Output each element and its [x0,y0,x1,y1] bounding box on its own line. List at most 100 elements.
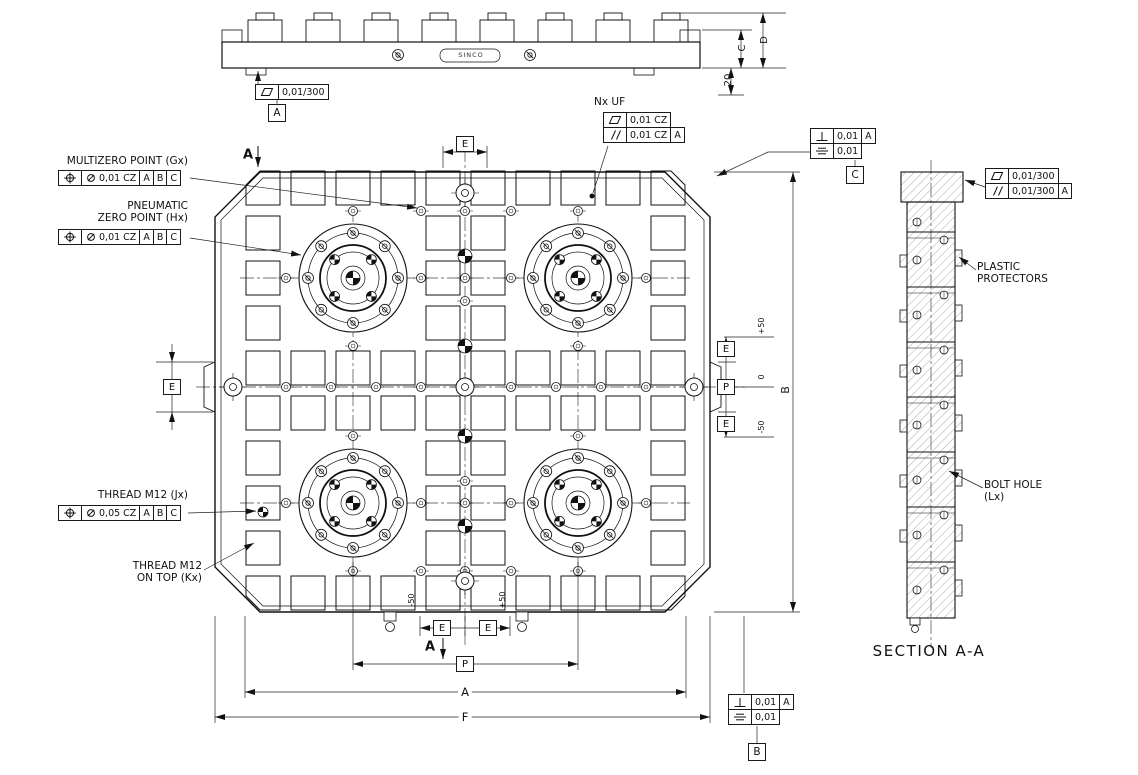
tolerance-cell: 0,01 [751,709,781,725]
thread-hole-icon [412,498,430,508]
thread-hole-icon [456,476,474,486]
datum-cell: A [1057,183,1072,199]
thread-top-leader [203,542,255,571]
pocket-square [425,170,461,206]
top-view-body [221,41,701,69]
screw-icon [392,49,404,61]
pocket-square [335,395,371,431]
section-tab [954,414,963,432]
thread-hole-icon [502,206,520,216]
bolt-hole-icon [912,420,922,430]
top-view [221,12,701,76]
bolt-hole-icon [939,510,949,520]
bolt-hole-icon [912,217,922,227]
bolt-hole-icon [939,235,949,245]
pocket-square [245,440,281,476]
clamp-profile-top [429,12,449,21]
diameter-icon [87,174,95,182]
brand-label: SINCO [458,51,484,59]
section-body [906,201,956,619]
top-view-end-left [221,29,243,43]
section-tab [954,249,963,267]
tolerance-cell: 0,01 [833,128,863,144]
clamp-profile [653,19,689,43]
clamp-profile [305,19,341,43]
pocket-square [380,395,416,431]
tolerance-cell: 0,01 CZ [81,229,141,245]
fcf-nx-uf-row1: 0,01 CZ [603,112,672,128]
air-fittings [383,611,529,632]
plate-inner-edge [220,177,705,607]
pocket-square [380,575,416,611]
pneumatic-label-2: ZERO POINT (Hx) [97,212,188,224]
section-nipple-tip [911,625,919,633]
pocket-square [470,170,506,206]
datum-cell: A [779,694,794,710]
dim-20-label: 20 [723,73,734,87]
section-notch [899,529,908,543]
coord-plus50-bottom: +50 [498,591,507,609]
bore-crosshair-icon [450,566,480,596]
pocket-square [560,350,596,386]
clamping-module [299,449,407,557]
pocket-square [605,395,641,431]
clamp-profile-top [603,12,623,21]
fcf-thread: 0,05 CZ A B C [58,505,181,521]
datum-target-icon [457,428,473,444]
pocket-square [560,170,596,206]
nx-uf-label: Nx UF [594,96,626,108]
bolt-hole-icon [912,585,922,595]
pocket-square [650,305,686,341]
pocket-square [425,350,461,386]
section-tab [954,524,963,542]
diameter-icon [87,509,95,517]
section-letter-top: A [242,147,254,163]
symmetry-icon [810,143,834,159]
pocket-square [425,530,461,566]
pocket-square [245,215,281,251]
bore-crosshair-icon [450,372,480,402]
bolt-hole-leader [948,470,984,489]
pocket-square [605,170,641,206]
tolerance-cell: 0,01 [751,694,781,710]
pneumatic-label-1: PNEUMATIC [127,200,188,212]
pocket-square [245,350,281,386]
pocket-square [245,395,281,431]
clamp-profile-top [371,12,391,21]
bolt-hole-icon [912,475,922,485]
bolt-hole-icon [912,365,922,375]
datum-cell: A [139,505,154,521]
brand-plate [439,48,501,63]
section-notch [899,474,908,488]
flatness-icon [255,84,279,100]
fcf-bottom-right-row1: 0,01 A [728,694,794,710]
thread-top-label-1: THREAD M12 [132,560,202,572]
pneumatic-leader [189,237,302,257]
thread-hole-icon [569,206,587,216]
thread-hole-icon [344,431,362,441]
bolt-hole-icon [912,310,922,320]
datum-cell: A [861,128,876,144]
dim-d-label: D [759,36,770,44]
thread-hole-icon [344,341,362,351]
coord-zero-right: 0 [757,374,766,380]
coord-plus50-right: +50 [757,317,766,335]
coord-minus50-bottom: -50 [407,593,416,607]
thread-hole-icon [637,498,655,508]
clamp-profile [421,19,457,43]
fcf-section-row1: 0,01/300 [985,168,1059,184]
right-ear [709,361,722,413]
plastic-label-2: PROTECTORS [977,273,1048,285]
section-notch [899,419,908,433]
pocket-square [425,440,461,476]
dim-box-e-top: E [456,136,474,152]
clamp-profile-top [661,12,681,21]
clamp-profile [537,19,573,43]
bolt-hole-icon [939,565,949,575]
flatness-icon [603,112,627,128]
thread-hole-icon [412,566,430,576]
datum-cell: C [166,170,181,186]
pocket-square [425,215,461,251]
fcf-top-right-row2: 0,01 [810,143,863,159]
dim-box-p-bottom: P [456,656,474,672]
